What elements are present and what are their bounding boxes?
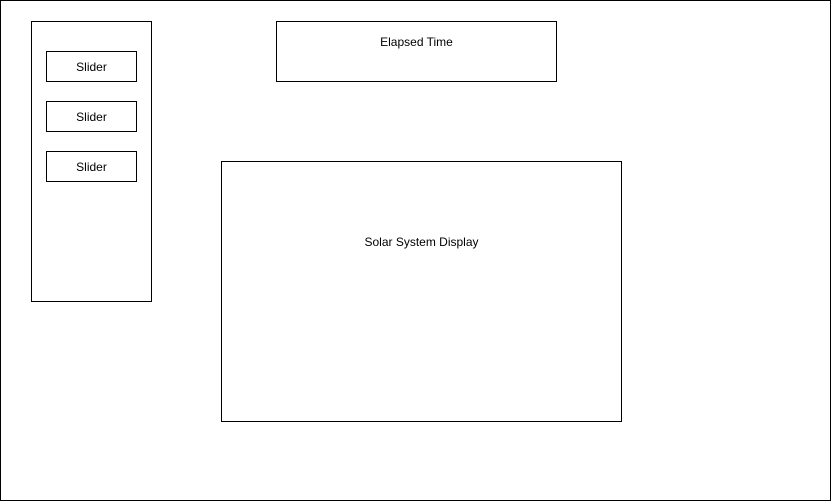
slider-2[interactable]: Slider (46, 101, 137, 132)
solar-system-display[interactable]: Solar System Display (221, 161, 622, 422)
slider-3-label: Slider (76, 159, 107, 174)
slider-2-label: Slider (76, 109, 107, 124)
solar-system-display-label: Solar System Display (364, 235, 479, 249)
slider-3[interactable]: Slider (46, 151, 137, 182)
elapsed-time-panel: Elapsed Time (276, 21, 557, 82)
slider-1-label: Slider (76, 59, 107, 74)
slider-1[interactable]: Slider (46, 51, 137, 82)
elapsed-time-label: Elapsed Time (380, 35, 453, 49)
